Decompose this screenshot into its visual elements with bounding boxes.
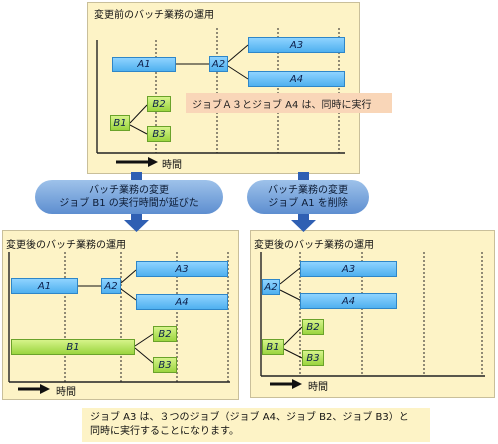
job-b2: B2 bbox=[153, 326, 177, 342]
job-a4: A4 bbox=[136, 294, 228, 310]
time-label-top: 時間 bbox=[162, 160, 182, 171]
time-label-left: 時間 bbox=[56, 387, 76, 398]
change-callout-left: バッチ業務の変更 ジョブ B1 の実行時間が延びた bbox=[35, 180, 223, 214]
job-a2: A2 bbox=[209, 56, 228, 72]
job-a2: A2 bbox=[101, 278, 121, 294]
callout-left-line2: ジョブ B1 の実行時間が延びた bbox=[59, 198, 199, 209]
conclusion-line2: 同時に実行することになります。 bbox=[90, 426, 239, 437]
job-b3: B3 bbox=[147, 126, 171, 142]
callout-left-line1: バッチ業務の変更 bbox=[89, 185, 169, 196]
conclusion-note: ジョブ A3 は、３つのジョブ（ジョブ A4、ジョブ B2、ジョブ B3）と 同… bbox=[82, 408, 430, 442]
callout-right-line2: ジョブ A1 を削除 bbox=[268, 198, 348, 209]
job-a1: A1 bbox=[112, 57, 176, 72]
job-b1: B1 bbox=[262, 339, 284, 355]
job-b3: B3 bbox=[153, 357, 177, 373]
job-a3: A3 bbox=[248, 37, 345, 53]
before-panel bbox=[87, 2, 360, 174]
job-a3: A3 bbox=[300, 261, 397, 277]
after-panel-right-title: 変更後のバッチ業務の運用 bbox=[254, 240, 374, 251]
simultaneous-note: ジョブＡ３とジョブ A4 は、同時に実行 bbox=[186, 93, 392, 113]
job-a4: A4 bbox=[300, 293, 397, 309]
job-b2: B2 bbox=[147, 96, 171, 112]
job-a3: A3 bbox=[136, 261, 228, 277]
job-b1: B1 bbox=[110, 115, 130, 131]
conclusion-line1: ジョブ A3 は、３つのジョブ（ジョブ A4、ジョブ B2、ジョブ B3）と bbox=[90, 412, 409, 423]
job-b3: B3 bbox=[302, 350, 324, 366]
time-label-right: 時間 bbox=[308, 382, 328, 393]
job-a2: A2 bbox=[262, 279, 280, 295]
job-b1: B1 bbox=[11, 339, 135, 355]
job-a4: A4 bbox=[248, 71, 345, 87]
job-b2: B2 bbox=[302, 319, 324, 335]
change-callout-right: バッチ業務の変更 ジョブ A1 を削除 bbox=[247, 180, 369, 214]
job-a1: A1 bbox=[11, 278, 78, 294]
callout-right-line1: バッチ業務の変更 bbox=[268, 185, 348, 196]
after-panel-left-title: 変更後のバッチ業務の運用 bbox=[6, 240, 126, 251]
before-panel-title: 変更前のバッチ業務の運用 bbox=[94, 10, 214, 21]
